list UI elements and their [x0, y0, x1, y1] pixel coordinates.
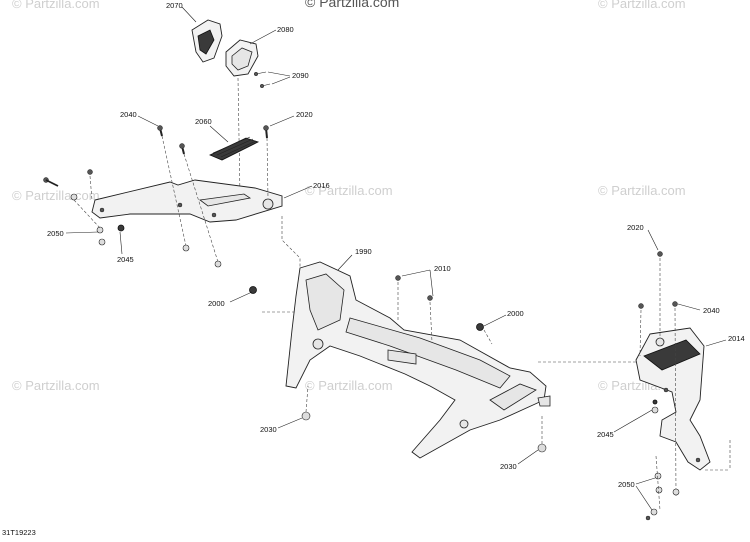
callout-2045: 2045	[117, 255, 134, 264]
part-2060-pad	[209, 136, 260, 161]
part-2080-bezel	[225, 39, 259, 77]
callout-2030-right: 2030	[500, 462, 517, 471]
part-2014-bracket	[635, 327, 711, 471]
callout-2060: 2060	[195, 117, 212, 126]
part-2070-grip	[191, 19, 223, 63]
callout-2050: 2050	[47, 229, 64, 238]
callout-2090: 2090	[292, 71, 309, 80]
watermark: © Partzilla.com	[598, 0, 686, 11]
callout-1990: 1990	[355, 247, 372, 256]
watermark: © Partzilla.com	[12, 0, 100, 11]
callout-2014: 2014	[728, 334, 745, 343]
callout-2016: 2016	[313, 181, 330, 190]
callout-2080: 2080	[277, 25, 294, 34]
callout-2070: 2070	[166, 1, 183, 10]
watermark-top: © Partzilla.com	[305, 0, 400, 10]
callout-2020: 2020	[296, 110, 313, 119]
watermark: © Partzilla.com	[12, 378, 100, 393]
callout-2010: 2010	[434, 264, 451, 273]
callout-2000-right: 2000	[507, 309, 524, 318]
callout-2045-right: 2045	[597, 430, 614, 439]
diagram-code: 31T19223	[2, 528, 36, 537]
part-2090-screws	[253, 71, 291, 89]
part-1990-frame	[285, 261, 551, 459]
watermark: © Partzilla.com	[305, 378, 393, 393]
callout-2040-right: 2040	[703, 306, 720, 315]
callout-2000-left: 2000	[208, 299, 225, 308]
watermark: © Partzilla.com	[598, 183, 686, 198]
watermark: © Partzilla.com	[12, 188, 100, 203]
callout-2040: 2040	[120, 110, 137, 119]
left-fasteners	[43, 125, 269, 268]
leader-lines	[65, 6, 727, 511]
watermark: © Partzilla.com	[305, 183, 393, 198]
callout-2050-right: 2050	[618, 480, 635, 489]
part-2016-bracket	[91, 179, 283, 223]
right-fasteners	[638, 251, 731, 521]
frame-fasteners	[249, 269, 547, 453]
callout-2020-right: 2020	[627, 223, 644, 232]
callout-2030-left: 2030	[260, 425, 277, 434]
